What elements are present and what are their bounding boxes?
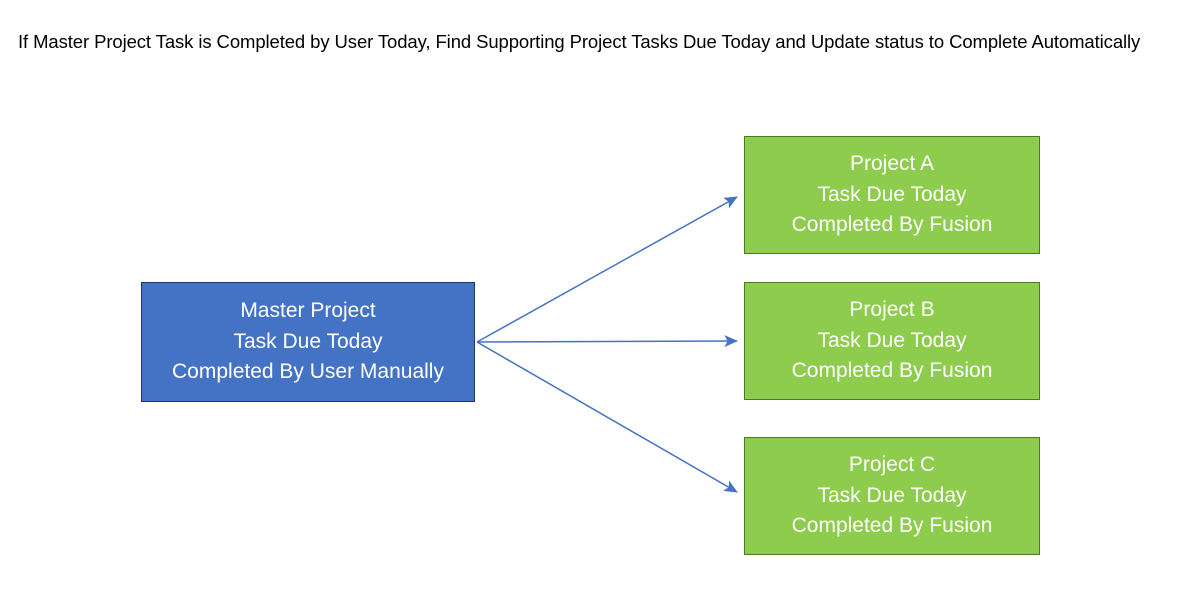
- arrow-master-to-project-c: [476, 341, 738, 493]
- node-project-c-line-1: Project C: [848, 453, 936, 477]
- node-project-a-line-3: Completed By Fusion: [791, 213, 993, 237]
- node-master-project-line-3: Completed By User Manually: [172, 360, 444, 384]
- node-project-c[interactable]: Project C Task Due Today Completed By Fu…: [744, 437, 1040, 555]
- node-master-project-line-1: Master Project: [240, 299, 376, 323]
- node-project-b[interactable]: Project B Task Due Today Completed By Fu…: [744, 282, 1040, 400]
- node-project-b-line-3: Completed By Fusion: [791, 359, 993, 383]
- node-project-b-line-1: Project B: [849, 298, 935, 322]
- page-title: If Master Project Task is Completed by U…: [18, 31, 1141, 52]
- node-project-c-line-2: Task Due Today: [817, 483, 967, 507]
- arrow-master-to-project-b: [476, 335, 738, 348]
- node-project-c-line-3: Completed By Fusion: [791, 514, 993, 538]
- node-master-project-line-2: Task Due Today: [233, 329, 383, 353]
- node-project-a[interactable]: Project A Task Due Today Completed By Fu…: [744, 136, 1040, 254]
- node-project-a-line-1: Project A: [849, 152, 935, 176]
- node-project-a-line-2: Task Due Today: [817, 182, 967, 206]
- node-project-b-line-2: Task Due Today: [817, 328, 967, 352]
- node-master-project[interactable]: Master Project Task Due Today Completed …: [141, 282, 475, 402]
- arrow-master-to-project-a: [476, 196, 738, 343]
